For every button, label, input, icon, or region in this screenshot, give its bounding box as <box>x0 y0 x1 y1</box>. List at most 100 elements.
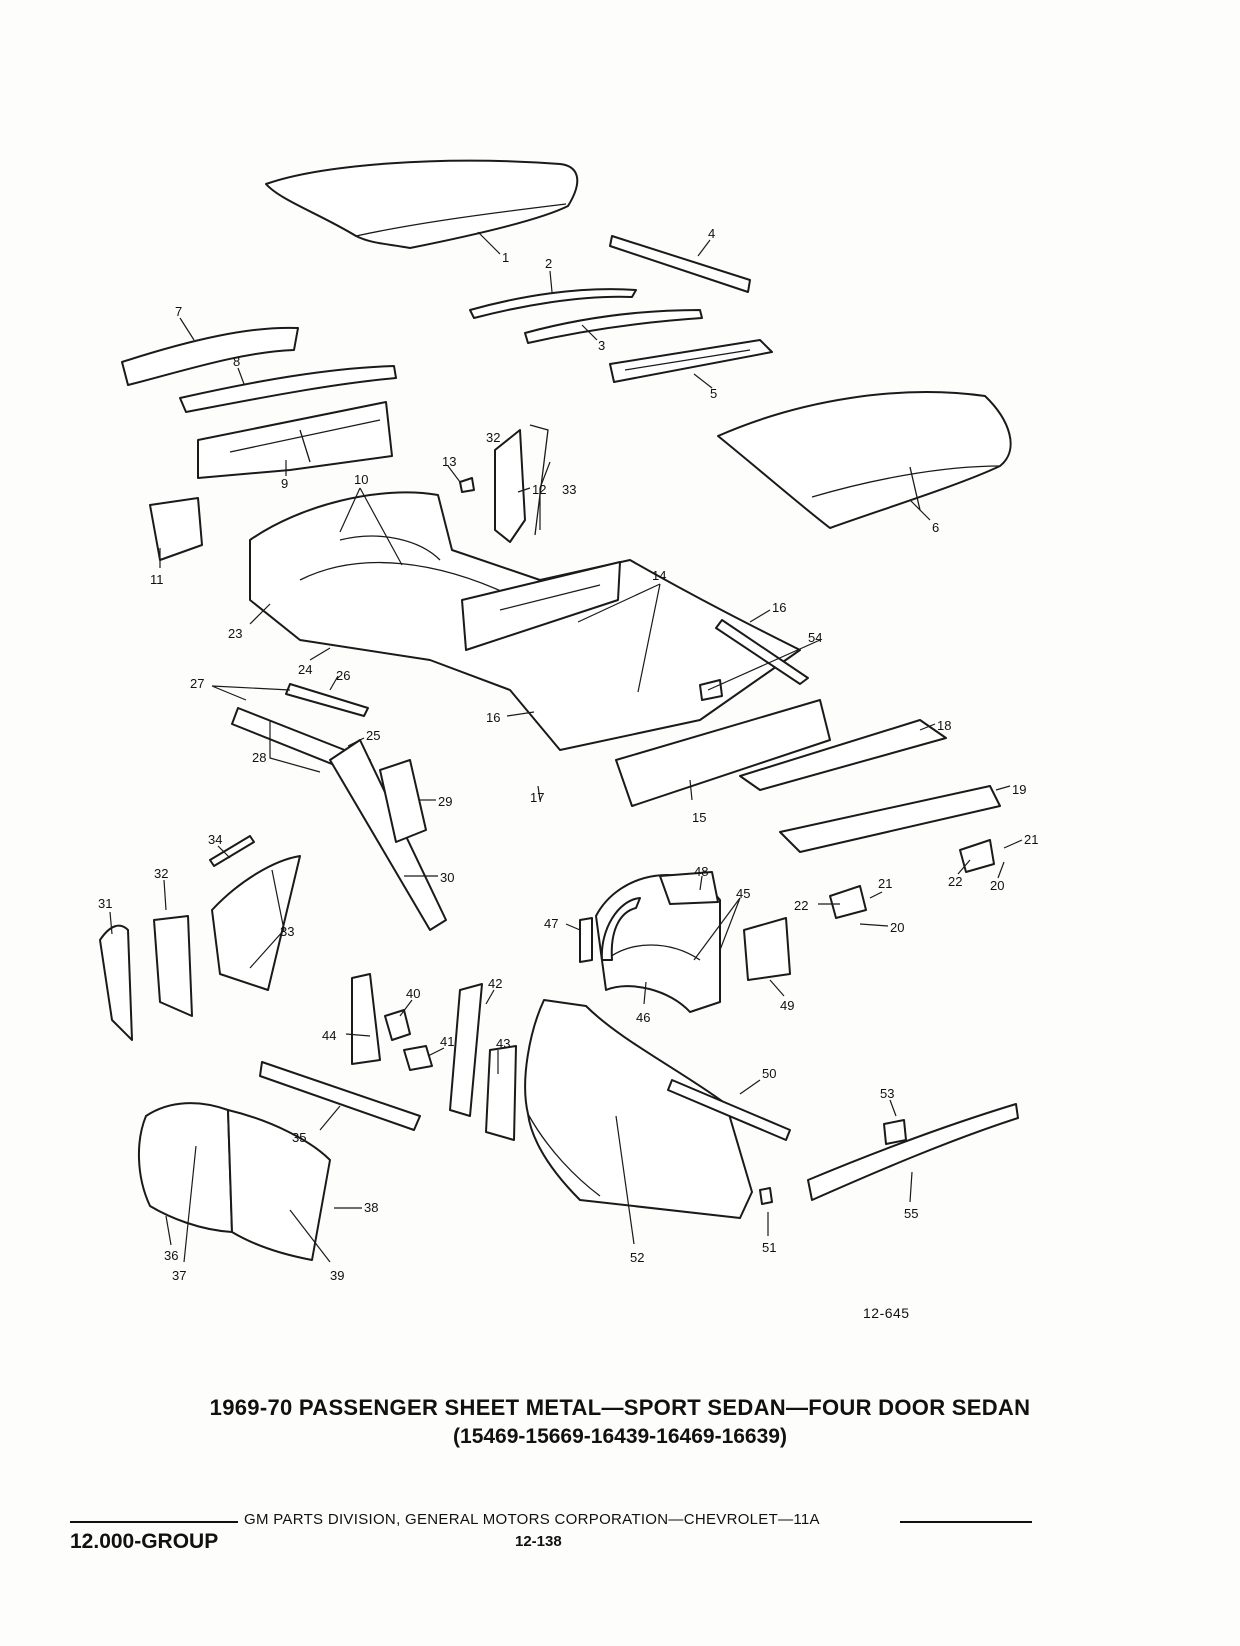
callout-label: 32 <box>486 430 500 445</box>
footer-credit: GM PARTS DIVISION, GENERAL MOTORS CORPOR… <box>244 1511 820 1528</box>
callout-label: 21 <box>878 876 892 891</box>
part-53 <box>883 1119 907 1145</box>
callout-label: 25 <box>366 728 380 743</box>
part-5 <box>609 339 773 383</box>
figure-number: 12-645 <box>863 1305 910 1321</box>
callout-label: 24 <box>298 662 312 677</box>
part-7 <box>121 326 299 386</box>
part-42 <box>449 983 483 1117</box>
part-48 <box>659 871 719 905</box>
part-26 <box>285 683 369 717</box>
part-4 <box>609 235 751 293</box>
callout-label: 31 <box>98 896 112 911</box>
callout-label: 2 <box>545 256 552 271</box>
part-55 <box>807 1103 1019 1201</box>
callout-label: 16 <box>486 710 500 725</box>
callout-label: 39 <box>330 1268 344 1283</box>
page-title: 1969-70 PASSENGER SHEET METAL—SPORT SEDA… <box>209 1395 1031 1420</box>
part-14 <box>461 561 621 651</box>
footer-rule-left <box>70 1521 238 1523</box>
part-shapes <box>99 159 1019 1261</box>
callout-label: 3 <box>598 338 605 353</box>
part-31 <box>99 924 133 1041</box>
part-41 <box>403 1045 433 1071</box>
part-15 <box>615 699 831 807</box>
callout-label: 9 <box>281 476 288 491</box>
part-18 <box>739 719 947 791</box>
callout-label: 33 <box>280 924 294 939</box>
part-34 <box>209 835 255 867</box>
callout-label: 20 <box>990 878 1004 893</box>
callout-label: 19 <box>1012 782 1026 797</box>
callout-label: 1 <box>502 250 509 265</box>
callout-label: 37 <box>172 1268 186 1283</box>
part-38-39-door <box>227 1109 331 1261</box>
callout-label: 48 <box>694 864 708 879</box>
callout-label: 41 <box>440 1034 454 1049</box>
part-deck-lid <box>717 391 1012 529</box>
callout-label: 32 <box>154 866 168 881</box>
callout-label: 43 <box>496 1036 510 1051</box>
part-50 <box>667 1079 791 1141</box>
callout-label: 23 <box>228 626 242 641</box>
part-11 <box>149 497 203 561</box>
callout-label: 22 <box>794 898 808 913</box>
part-19 <box>779 785 1001 853</box>
part-51 <box>759 1187 773 1205</box>
page-number: 12-138 <box>515 1533 562 1550</box>
part-13 <box>459 477 475 493</box>
callout-label: 51 <box>762 1240 776 1255</box>
callout-label: 10 <box>354 472 368 487</box>
part-35 <box>259 1061 421 1131</box>
part-54 <box>699 679 723 701</box>
part-roof-panel <box>265 159 579 249</box>
exploded-parts-diagram: 1 2 3 4 5 6 7 8 9 10 11 12 13 14 15 16 1… <box>98 159 1038 1283</box>
callout-label: 5 <box>710 386 717 401</box>
part-52-quarter-panel <box>524 999 753 1219</box>
model-numbers: (15469-15669-16439-16469-16639) <box>453 1425 787 1448</box>
callout-label: 53 <box>880 1086 894 1101</box>
part-32 <box>153 915 193 1017</box>
callout-label: 15 <box>692 810 706 825</box>
callout-label: 55 <box>904 1206 918 1221</box>
callout-label: 17 <box>530 790 544 805</box>
callout-label: 33 <box>562 482 576 497</box>
part-46 <box>600 897 641 961</box>
callout-label: 50 <box>762 1066 776 1081</box>
callout-label: 18 <box>937 718 951 733</box>
callout-label: 49 <box>780 998 794 1013</box>
callout-label: 8 <box>233 354 240 369</box>
part-8 <box>179 365 397 413</box>
callout-label: 7 <box>175 304 182 319</box>
part-43 <box>485 1045 517 1141</box>
callout-label: 27 <box>190 676 204 691</box>
part-49 <box>743 917 791 981</box>
callout-label: 4 <box>708 226 715 241</box>
callout-label: 16 <box>772 600 786 615</box>
callout-label: 45 <box>736 886 750 901</box>
callout-label: 22 <box>948 874 962 889</box>
callout-label: 13 <box>442 454 456 469</box>
part-3 <box>524 309 703 344</box>
callout-labels: 1 2 3 4 5 6 7 8 9 10 11 12 13 14 15 16 1… <box>98 226 1038 1283</box>
part-2 <box>469 288 637 319</box>
part-29 <box>379 759 427 843</box>
part-12 <box>494 429 526 543</box>
part-36-37-door <box>138 1102 233 1233</box>
callout-label: 11 <box>150 572 164 587</box>
callout-label: 20 <box>890 920 904 935</box>
callout-label: 12 <box>532 482 546 497</box>
callout-label: 21 <box>1024 832 1038 847</box>
callout-label: 26 <box>336 668 350 683</box>
callout-label: 44 <box>322 1028 336 1043</box>
callout-label: 29 <box>438 794 452 809</box>
callout-label: 36 <box>164 1248 178 1263</box>
callout-label: 42 <box>488 976 502 991</box>
footer-rule-right <box>900 1521 1032 1523</box>
callout-label: 14 <box>652 568 666 583</box>
callout-label: 46 <box>636 1010 650 1025</box>
callout-label: 28 <box>252 750 266 765</box>
part-20-21-22-bracket-right <box>959 839 995 873</box>
part-30 <box>329 739 447 931</box>
callout-label: 35 <box>292 1130 306 1145</box>
